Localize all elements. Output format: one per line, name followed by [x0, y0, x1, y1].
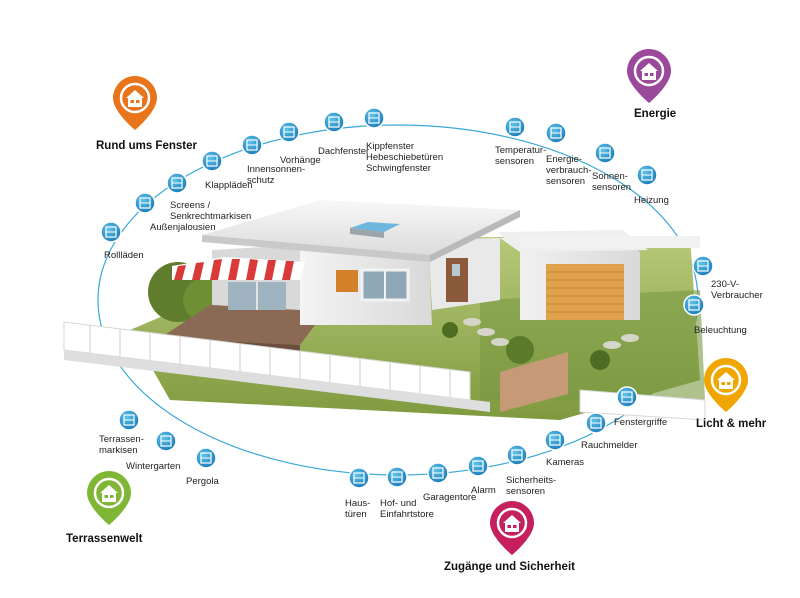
label-kippfenster: Kippfenster Hebeschiebetüren Schwingfens…: [366, 141, 444, 174]
label-temperatursensoren: Temperatur- sensoren: [495, 145, 547, 167]
home-icon: [503, 515, 521, 532]
label-haustueren: Haus- türen: [345, 498, 371, 520]
label-screens: Screens / Senkrechtmarkisen: [170, 200, 252, 222]
category-label-terrasse: Terrassenwelt: [66, 533, 143, 545]
radiator-icon: [641, 169, 653, 181]
node-sicherheitssensoren[interactable]: [506, 444, 528, 466]
meter-icon: [550, 127, 562, 139]
node-hoftore[interactable]: [386, 466, 408, 488]
home-icon: [126, 90, 144, 107]
label-heizung: Heizung: [634, 195, 669, 206]
pin-zugaenge[interactable]: [490, 501, 534, 555]
awning-icon: [123, 414, 135, 426]
node-verbraucher[interactable]: [692, 255, 714, 277]
pergola-icon: [200, 452, 212, 464]
label-beleuchtung: Beleuchtung: [694, 325, 747, 336]
label-fenstergriffe: Fenstergriffe: [614, 417, 668, 428]
plug-icon: [697, 260, 709, 272]
label-sicherheitssensoren: Sicherheits- sensoren: [506, 475, 557, 497]
camera-icon: [549, 434, 561, 446]
node-rauchmelder[interactable]: [585, 412, 607, 434]
category-label-zugaenge: Zugänge und Sicherheit: [444, 561, 575, 573]
speaker-icon: [472, 460, 484, 472]
label-sonnensensoren: Sonnen- sensoren: [592, 171, 632, 193]
home-icon: [717, 372, 735, 389]
node-dachfenster[interactable]: [323, 111, 345, 133]
label-innensonnenschutz: Innensonnen- schutz: [247, 164, 306, 186]
node-kameras[interactable]: [544, 429, 566, 451]
category-label-energie: Energie: [634, 108, 677, 120]
node-vorhaenge[interactable]: [278, 121, 300, 143]
screen-icon: [171, 177, 183, 189]
category-label-licht: Licht & mehr: [696, 418, 767, 430]
label-alarm: Alarm: [471, 485, 496, 496]
node-wintergarten[interactable]: [155, 430, 177, 452]
node-kippfenster[interactable]: [363, 107, 385, 129]
smoke-icon: [590, 417, 602, 429]
awning: [172, 257, 305, 280]
window-icon: [368, 112, 380, 124]
pin-terrasse[interactable]: [87, 471, 131, 525]
home-icon: [100, 485, 118, 502]
thermometer-icon: [509, 121, 521, 133]
node-alarm[interactable]: [467, 455, 489, 477]
handle-icon: [621, 391, 633, 403]
label-rolllaeden: Rollläden: [104, 250, 144, 261]
node-klappladen[interactable]: [201, 150, 223, 172]
home-icon: [640, 63, 658, 80]
pin-licht[interactable]: [704, 358, 748, 412]
node-screens[interactable]: [166, 172, 188, 194]
bulb-icon: [688, 299, 700, 311]
category-label-fenster: Rund ums Fenster: [96, 140, 197, 152]
label-vorhaenge: Vorhänge: [280, 155, 321, 166]
blind-icon: [246, 139, 258, 151]
node-innensonnenschutz[interactable]: [241, 134, 263, 156]
house-illustration: [63, 200, 706, 421]
blind-icon: [105, 226, 117, 238]
conservatory-icon: [160, 435, 172, 447]
label-garagentore: Garagentore: [423, 492, 477, 503]
roof-window-icon: [328, 116, 340, 128]
node-energieverbrauchsensoren[interactable]: [545, 122, 567, 144]
node-haustueren[interactable]: [348, 467, 370, 489]
node-beleuchtung[interactable]: [683, 294, 705, 316]
pin-fenster[interactable]: [113, 76, 157, 130]
node-rolllaeden[interactable]: [100, 221, 122, 243]
label-hoftore: Hof- und Einfahrtstore: [380, 498, 434, 520]
node-heizung[interactable]: [636, 164, 658, 186]
device-nodes: [100, 107, 714, 489]
label-klappladen: Klappläden: [205, 180, 253, 191]
shutter-icon: [206, 155, 218, 167]
node-terrassenmarkisen[interactable]: [118, 409, 140, 431]
node-fenstergriffe[interactable]: [616, 386, 638, 408]
curtain-icon: [283, 126, 295, 138]
label-dachfenster: Dachfenster: [318, 146, 370, 157]
blind-icon: [139, 197, 151, 209]
node-temperatursensoren[interactable]: [504, 116, 526, 138]
node-sonnensensoren[interactable]: [594, 142, 616, 164]
label-kameras: Kameras: [546, 457, 585, 468]
node-aussenjalousien[interactable]: [134, 192, 156, 214]
sun-icon: [599, 147, 611, 159]
label-rauchmelder: Rauchmelder: [581, 440, 638, 451]
label-aussenjalousien: Außenjalousien: [150, 222, 216, 233]
label-verbraucher: 230-V- Verbraucher: [711, 279, 763, 301]
sensor-icon: [511, 449, 523, 461]
pin-energie[interactable]: [627, 49, 671, 103]
garage-icon: [432, 467, 444, 479]
label-pergola: Pergola: [186, 476, 219, 487]
gate-icon: [391, 471, 403, 483]
label-energieverbrauchsensoren: Energie- verbrauch- sensoren: [546, 154, 592, 187]
label-terrassenmarkisen: Terrassen- markisen: [99, 434, 144, 456]
node-pergola[interactable]: [195, 447, 217, 469]
label-wintergarten: Wintergarten: [126, 461, 181, 472]
node-garagentore[interactable]: [427, 462, 449, 484]
lock-icon: [353, 472, 365, 484]
